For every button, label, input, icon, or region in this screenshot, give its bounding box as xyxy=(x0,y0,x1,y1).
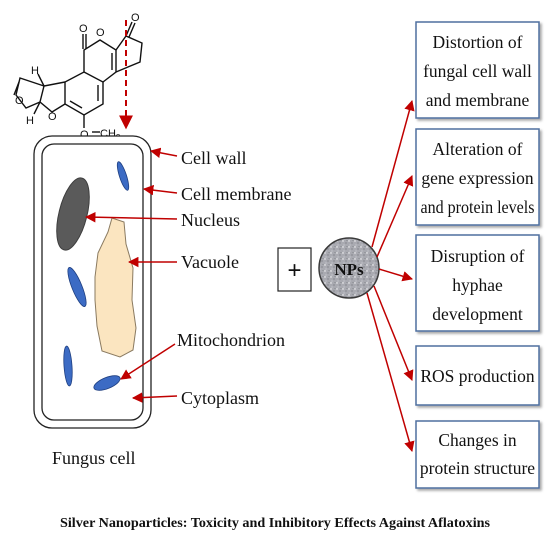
atom-o: O xyxy=(131,12,140,24)
vacuole-shape xyxy=(94,217,137,358)
atom-o: O xyxy=(48,111,57,123)
effect-box: Changes in protein structure xyxy=(415,420,540,489)
label-vacuole: Vacuole xyxy=(181,252,239,272)
figure-title: Silver Nanoparticles: Toxicity and Inhib… xyxy=(60,515,490,530)
atom-o: O xyxy=(80,129,89,141)
effect-text: development xyxy=(432,304,523,324)
effect-text: Disruption of xyxy=(431,246,525,266)
atom-h: H xyxy=(26,115,34,127)
fungus-cell-caption: Fungus cell xyxy=(52,448,136,468)
aflatoxin-structure-icon xyxy=(13,21,143,133)
atom-o: O xyxy=(96,27,105,39)
effect-box: Alteration of gene expression and protei… xyxy=(415,128,540,226)
label-nucleus: Nucleus xyxy=(181,210,240,230)
effect-box: ROS production xyxy=(415,345,540,406)
label-cell-membrane: Cell membrane xyxy=(181,184,291,204)
plus-sign: + xyxy=(287,257,301,284)
label-mitochondrion: Mitochondrion xyxy=(177,330,285,350)
effect-text: and membrane xyxy=(426,90,530,110)
cell-labels: Cell wall Cell membrane Nucleus Vacuole … xyxy=(52,148,291,468)
effect-text: fungal cell wall xyxy=(423,61,532,81)
plus-box xyxy=(277,247,312,292)
effect-text: Alteration of xyxy=(433,139,523,159)
nanoparticle-label: NPs xyxy=(334,260,364,279)
mitochondrion-shape xyxy=(116,161,130,191)
effect-text: and protein levels xyxy=(421,197,535,217)
effect-text: Changes in xyxy=(438,430,517,450)
atom-h: H xyxy=(31,65,39,77)
mitochondrion-shape xyxy=(63,345,73,387)
atom-o: O xyxy=(79,23,88,35)
effect-text: ROS production xyxy=(420,366,534,386)
cell-label-arrows xyxy=(84,147,178,403)
effect-arrows xyxy=(366,99,415,453)
label-cell-wall: Cell wall xyxy=(181,148,247,168)
label-cytoplasm: Cytoplasm xyxy=(181,388,259,408)
mitochondrion-shape xyxy=(93,375,121,391)
aflatoxin-atom-labels: O O O O O O CH3 H H xyxy=(15,12,140,142)
effect-text: Distortion of xyxy=(433,32,523,52)
nanoparticle-circle xyxy=(318,237,380,299)
effect-text: protein structure xyxy=(420,458,535,478)
effect-box: Disruption of hyphae development xyxy=(415,234,540,332)
effect-box: Distortion of fungal cell wall and membr… xyxy=(415,21,540,119)
fungus-cell xyxy=(33,135,152,429)
mitochondrion-shape xyxy=(67,267,87,307)
effect-text: hyphae xyxy=(452,275,503,295)
effect-text: gene expression xyxy=(421,168,534,188)
atom-o: O xyxy=(15,95,24,107)
